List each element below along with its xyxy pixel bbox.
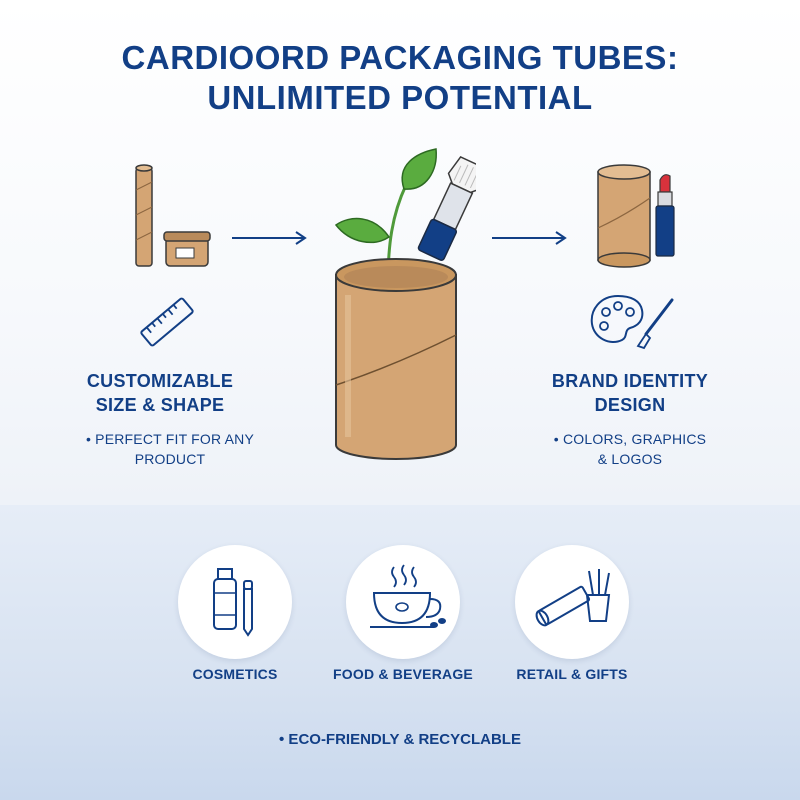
thin-tube-icon	[135, 164, 153, 267]
kraft-tube-icon	[597, 164, 651, 268]
category-label: FOOD & BEVERAGE	[333, 666, 473, 682]
category-food-circle	[346, 545, 460, 659]
eco-friendly-label: • ECO-FRIENDLY & RECYCLABLE	[279, 731, 521, 748]
lipstick-icon	[655, 174, 675, 257]
arrow-right-icon	[232, 231, 307, 245]
page-title: CARDIOORD PACKAGING TUBES: UNLIMITED POT…	[0, 38, 800, 118]
arrow-right-icon	[492, 231, 567, 245]
palette-icon	[590, 294, 674, 350]
category-retail-circle	[515, 545, 629, 659]
makeup-brush-icon	[417, 155, 476, 261]
ruler-icon	[140, 297, 194, 347]
category-label: COSMETICS	[192, 666, 278, 682]
central-tube-illustration	[334, 148, 476, 460]
category-cosmetics-circle	[178, 545, 292, 659]
feature-title-line: DESIGN	[594, 395, 666, 415]
feature-bullet-line: • COLORS, GRAPHICS	[553, 431, 707, 447]
feature-customizable-bullet: • PERFECT FIT FOR ANY PRODUCT	[60, 429, 280, 469]
paintbrush-icon	[636, 298, 674, 350]
feature-customizable-title: CUSTOMIZABLE SIZE & SHAPE	[60, 369, 260, 417]
gift-tube-pencils-icon	[535, 569, 611, 627]
feature-bullet-line: • PERFECT FIT FOR ANY	[85, 431, 255, 447]
feature-bullet-line: PRODUCT	[134, 451, 206, 467]
title-line-1: CARDIOORD PACKAGING TUBES:	[121, 39, 679, 76]
feature-title-line: BRAND IDENTITY	[551, 371, 709, 391]
title-line-2: UNLIMITED POTENTIAL	[207, 79, 593, 116]
feature-brand-identity-title: BRAND IDENTITY DESIGN	[530, 369, 730, 417]
feature-brand-identity-bullet: • COLORS, GRAPHICS & LOGOS	[530, 429, 730, 469]
cosmetics-bottles-icon	[213, 568, 253, 637]
coffee-cup-icon	[370, 564, 446, 628]
feature-bullet-line: & LOGOS	[597, 451, 663, 467]
plant-leaf-icon	[334, 148, 437, 284]
branded-tube-and-lipstick-illustration	[597, 164, 675, 268]
feature-title-line: CUSTOMIZABLE	[86, 371, 234, 391]
cardboard-tube-icon	[335, 258, 457, 460]
small-tube-and-jar-illustration	[135, 164, 211, 267]
feature-title-line: SIZE & SHAPE	[95, 395, 225, 415]
category-label: RETAIL & GIFTS	[516, 666, 628, 682]
jar-icon	[163, 231, 211, 267]
